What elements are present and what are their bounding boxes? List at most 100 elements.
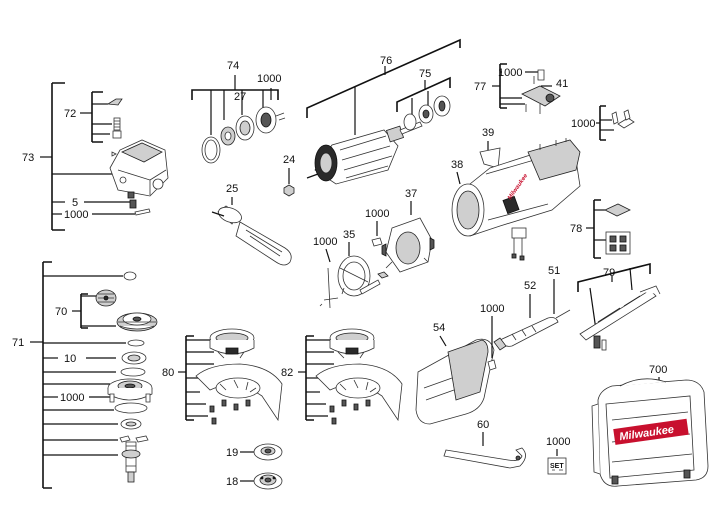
motor-housing-part: Milwaukee <box>451 138 581 237</box>
screw-part <box>109 393 151 403</box>
clip-part <box>617 117 635 129</box>
wheel-guard-part <box>315 363 403 422</box>
brush-holder-part <box>521 85 561 107</box>
label-10: 10 <box>64 353 76 365</box>
label-75: 75 <box>419 68 431 80</box>
screw-part <box>371 237 383 247</box>
switch-part <box>511 227 527 261</box>
label-77: 77 <box>474 81 486 93</box>
group-35: 1000 35 <box>313 229 389 309</box>
bearing-part <box>403 113 417 131</box>
group-73: 73 5 1000 72 <box>22 82 169 231</box>
label-1000: 1000 <box>64 209 88 221</box>
spindle-part <box>121 441 141 483</box>
label-38: 38 <box>451 159 463 171</box>
washer-part <box>120 367 146 377</box>
group-38: 38 Milwaukee <box>451 138 581 261</box>
label-18: 18 <box>226 476 238 488</box>
group-78: 78 <box>570 199 631 259</box>
label-52: 52 <box>524 280 536 292</box>
label-27: 27 <box>234 91 246 103</box>
group-24: 24 <box>283 154 295 197</box>
label-76: 76 <box>380 55 392 67</box>
group-74: 74 27 1000 <box>191 60 286 164</box>
label-1000: 1000 <box>60 392 84 404</box>
label-51: 51 <box>548 265 560 277</box>
label-35: 35 <box>343 229 355 241</box>
label-1000: 1000 <box>480 303 504 315</box>
label-78: 78 <box>570 223 582 235</box>
screw-part <box>545 93 555 103</box>
group-1000-cord: 1000 <box>480 303 504 371</box>
label-1000: 1000 <box>498 67 522 79</box>
pinion-gear-part <box>95 289 117 307</box>
group-51: 51 <box>548 265 571 319</box>
group-54: 54 <box>415 322 495 425</box>
label-plate-part <box>479 147 501 169</box>
label-25: 25 <box>226 183 238 195</box>
gear-housing-part <box>109 139 169 199</box>
label-1000: 1000 <box>571 118 595 130</box>
label-70: 70 <box>55 306 67 318</box>
label-72: 72 <box>64 108 76 120</box>
label-39: 39 <box>482 127 494 139</box>
label-700: 700 <box>649 364 667 376</box>
clip-part <box>377 271 389 279</box>
spanner-wrench-part <box>443 447 526 469</box>
outer-flange-nut-part <box>253 472 283 490</box>
cord-part <box>555 309 571 319</box>
wheel-guard-part <box>195 363 283 422</box>
guard-screws-part <box>329 399 371 425</box>
bevel-gear-part <box>116 312 158 332</box>
fan-baffle-part <box>319 255 381 309</box>
group-19: 19 <box>226 443 283 461</box>
screw-part <box>129 199 137 209</box>
key-part <box>119 435 149 443</box>
cord-protector-part <box>493 317 559 351</box>
group-1000-set: 1000 SET <box>546 436 570 475</box>
retaining-ring-part <box>127 339 145 347</box>
group-37: 37 1000 <box>365 188 435 273</box>
side-handle-part <box>211 205 292 266</box>
screw-part <box>487 359 497 371</box>
group-18: 18 <box>226 472 283 490</box>
guard-clamp-part <box>329 328 375 359</box>
group-76: 76 75 <box>306 38 461 185</box>
label-80: 80 <box>162 367 174 379</box>
field-stator-part <box>381 217 435 273</box>
set-tag: SET <box>550 463 564 470</box>
bearing-flange-part <box>107 378 153 401</box>
label-5: 5 <box>72 197 78 209</box>
label-60: 60 <box>477 419 489 431</box>
label-19: 19 <box>226 447 238 459</box>
group-82: 82 <box>281 328 403 425</box>
rear-cover-part <box>415 338 495 425</box>
label-82: 82 <box>281 367 293 379</box>
label-1000: 1000 <box>257 73 281 85</box>
group-39: 39 <box>479 127 501 169</box>
group-77: 77 1000 41 1000 <box>474 63 635 141</box>
armature-part <box>306 121 423 185</box>
group-700: 700 Milwaukee <box>591 364 709 487</box>
label-73: 73 <box>22 152 34 164</box>
inner-flange-part <box>253 443 283 461</box>
group-25: 25 <box>211 183 292 266</box>
screw-part <box>134 208 151 216</box>
nut-part <box>283 184 295 197</box>
clip-part <box>611 111 619 125</box>
label-79: 79 <box>603 267 615 279</box>
guard-screws-part <box>209 399 251 425</box>
capacitor-part <box>604 203 631 217</box>
label-54: 54 <box>433 322 445 334</box>
o-ring-part <box>114 402 148 414</box>
group-79: 79 <box>577 262 661 351</box>
label-41: 41 <box>556 78 568 90</box>
terminal-block-part <box>605 231 631 255</box>
carry-case-part: Milwaukee <box>591 378 709 487</box>
group-80: 80 <box>162 328 283 425</box>
group-52: 52 <box>493 280 559 351</box>
label-1000: 1000 <box>365 208 389 220</box>
switch-rod-part <box>579 285 661 351</box>
group-71: 71 70 10 <box>12 261 158 489</box>
